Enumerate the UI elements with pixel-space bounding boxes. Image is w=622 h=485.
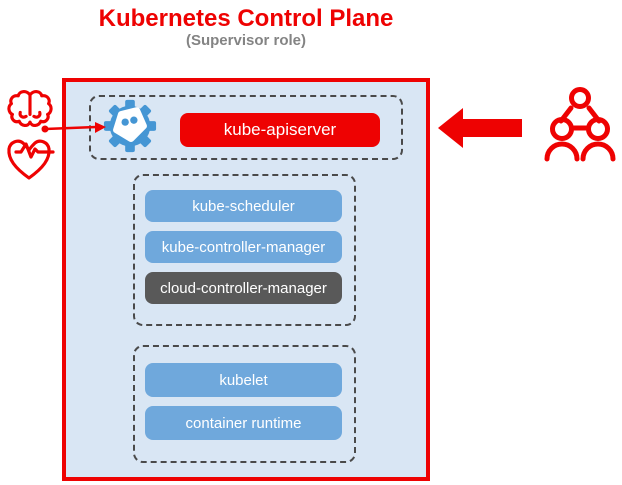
thick-arrow-left-icon: [438, 108, 522, 148]
controllers-group: [133, 174, 356, 326]
container-runtime-node: container runtime: [145, 406, 342, 440]
users-group-icon: [544, 87, 616, 162]
kubelet-node: kubelet: [145, 363, 342, 397]
page-subtitle: (Supervisor role): [185, 32, 307, 49]
kube-scheduler-node: kube-scheduler: [145, 190, 342, 222]
arrow-to-apiserver-icon: [41, 122, 106, 133]
kube-controller-manager-node: kube-controller-manager: [145, 231, 342, 263]
brain-icon: [7, 90, 53, 127]
cloud-controller-manager-node: cloud-controller-manager: [145, 272, 342, 304]
robot-gear-icon: [103, 99, 157, 153]
heart-pulse-icon: [7, 139, 55, 180]
page-title: Kubernetes Control Plane: [98, 5, 394, 32]
node-components-group: [133, 345, 356, 463]
kube-apiserver-node: kube-apiserver: [180, 113, 380, 147]
